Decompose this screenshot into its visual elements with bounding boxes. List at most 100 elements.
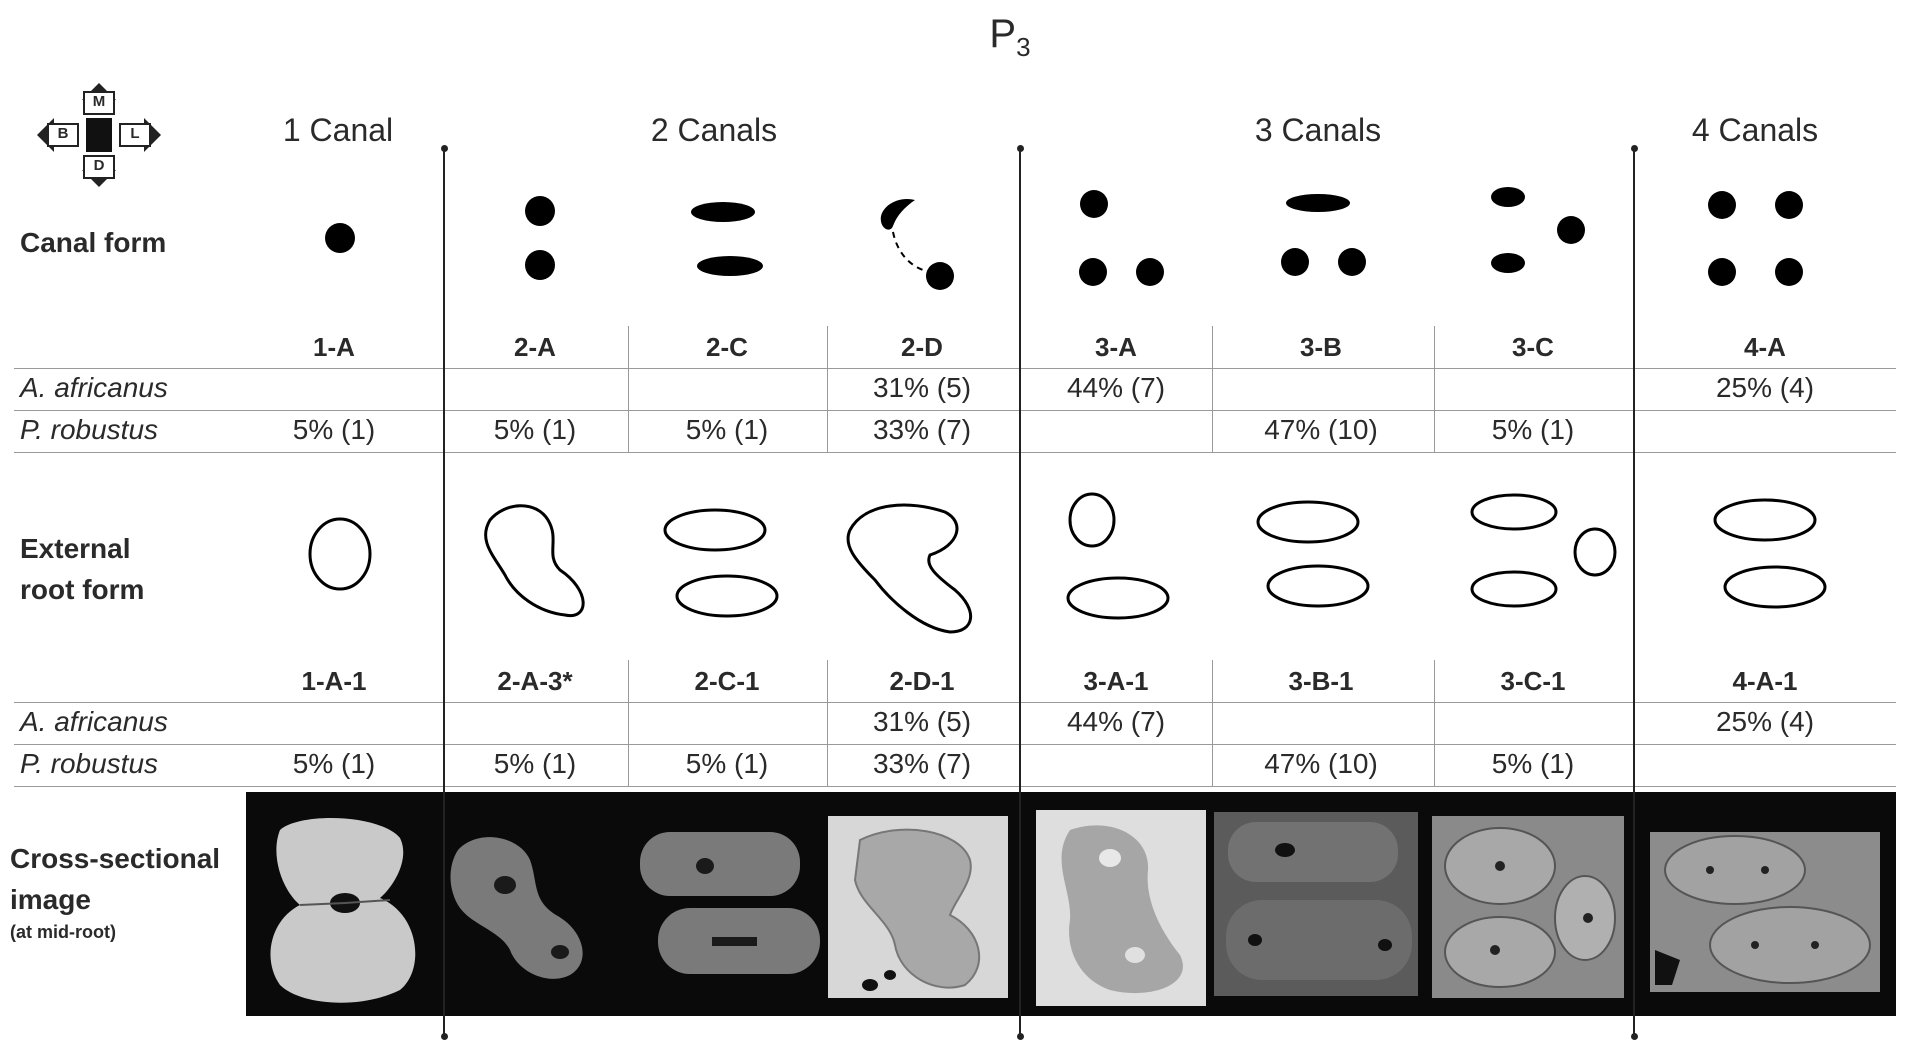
divider-end-dot <box>1017 145 1024 152</box>
column-divider <box>1212 326 1213 452</box>
root-p-robustus-value: 33% (7) <box>872 748 972 779</box>
canal-p-robustus-value: 5% (1) <box>1491 414 1575 445</box>
divider-line <box>14 786 1896 787</box>
canal-form-1-A <box>325 223 355 253</box>
divider-line <box>14 368 1896 369</box>
root-type-code: 3-C-1 <box>1500 666 1566 696</box>
root-p-robustus-value: 5% (1) <box>1491 748 1575 779</box>
canal-form-3-A <box>1079 190 1164 286</box>
root-p-robustus-value: 47% (10) <box>1264 748 1378 779</box>
cross-section-image-2-D <box>828 816 1008 998</box>
canal-form-2-D <box>880 198 954 290</box>
cross-section-image-3-C <box>1432 816 1624 998</box>
cross-section-image-3-B <box>1214 812 1418 996</box>
group-2-canals: 2 Canals <box>650 112 778 148</box>
canal-type-code: 1-A <box>313 332 355 362</box>
canal-p-robustus-value: 5% (1) <box>685 414 769 445</box>
column-divider <box>1212 660 1213 786</box>
cross-section-image-2-A <box>450 837 583 979</box>
cross-section-image-1-A <box>270 818 416 1003</box>
root-form-3-B-1-lower <box>1266 564 1370 608</box>
group-divider <box>1633 148 1635 1036</box>
divider-end-dot <box>1631 145 1638 152</box>
cross-section-image-3-A <box>1036 810 1206 1006</box>
canal-p-robustus-value: 47% (10) <box>1264 414 1378 445</box>
canal-type-code: 3-C <box>1512 332 1554 362</box>
row-label-cross-sectional-image: Cross-sectional image (at mid-root) <box>10 843 221 942</box>
root-form-2-C-1-lower <box>675 574 779 618</box>
canal-type-code: 4-A <box>1744 332 1786 362</box>
root-a-africanus-value: 44% (7) <box>1066 706 1166 737</box>
canal-form-2-A <box>525 196 555 280</box>
cross-section-image-4-A <box>1650 832 1880 992</box>
column-divider <box>628 326 629 452</box>
canal-type-code: 2-A <box>514 332 556 362</box>
root-type-code: 3-B-1 <box>1288 666 1354 696</box>
divider-line <box>14 410 1896 411</box>
compass-mesial-label: M <box>92 93 106 110</box>
divider-end-dot <box>441 145 448 152</box>
root-p-robustus-value: 5% (1) <box>493 748 577 779</box>
group-divider <box>1019 148 1021 1036</box>
species-label-p-robustus: P. robustus <box>20 748 159 779</box>
column-divider <box>1434 660 1435 786</box>
canal-p-robustus-value: 33% (7) <box>872 414 972 445</box>
cross-section-image-2-C <box>640 832 820 974</box>
group-4-canals: 4 Canals <box>1691 112 1819 148</box>
root-type-code: 4-A-1 <box>1732 666 1798 696</box>
canal-a-africanus-value: 31% (5) <box>872 372 972 403</box>
canal-p-robustus-value: 5% (1) <box>292 414 376 445</box>
divider-line <box>14 744 1896 745</box>
column-divider <box>628 660 629 786</box>
column-divider <box>827 326 828 452</box>
canal-p-robustus-value: 5% (1) <box>493 414 577 445</box>
compass-distal-label: D <box>93 157 105 174</box>
root-form-3-C-1-lower <box>1470 570 1558 608</box>
root-form-2-D-1 <box>846 503 973 634</box>
root-type-code: 2-C-1 <box>694 666 760 696</box>
divider-line <box>14 452 1896 453</box>
root-form-3-C-1-upper <box>1470 493 1558 531</box>
canal-type-code: 2-D <box>901 332 943 362</box>
canal-form-3-B <box>1281 194 1366 276</box>
root-form-2-A-3 <box>484 504 585 617</box>
root-form-1-A-1 <box>308 517 372 591</box>
figure-title: P3 <box>989 12 1031 62</box>
root-p-robustus-value: 5% (1) <box>685 748 769 779</box>
species-label-p-robustus: P. robustus <box>20 414 159 445</box>
root-a-africanus-value: 25% (4) <box>1715 706 1815 737</box>
row-label-canal-form: Canal form <box>20 227 167 258</box>
species-label-a-africanus: A. africanus <box>20 372 168 403</box>
canal-a-africanus-value: 44% (7) <box>1066 372 1166 403</box>
compass-lingual-label: L <box>130 125 140 142</box>
canal-type-code: 3-B <box>1300 332 1342 362</box>
divider-end-dot <box>1631 1033 1638 1040</box>
group-divider <box>443 148 445 1036</box>
canal-a-africanus-value: 25% (4) <box>1715 372 1815 403</box>
root-form-3-B-1-upper <box>1256 500 1360 544</box>
root-form-2-C-1-upper <box>663 508 767 552</box>
root-form-3-A-1-lower <box>1066 576 1170 620</box>
canal-form-2-C <box>691 202 763 276</box>
root-form-4-A-1-upper <box>1713 498 1817 542</box>
column-divider <box>827 660 828 786</box>
canal-form-4-A <box>1708 191 1803 286</box>
species-label-a-africanus: A. africanus <box>20 706 168 737</box>
root-type-code: 3-A-1 <box>1083 666 1149 696</box>
orientation-compass-icon <box>37 83 161 187</box>
root-type-code: 2-A-3* <box>497 666 573 696</box>
root-form-3-A-1-upper <box>1068 492 1116 548</box>
root-form-4-A-1-lower <box>1723 565 1827 609</box>
root-type-code: 1-A-1 <box>301 666 367 696</box>
column-divider <box>1434 326 1435 452</box>
divider-end-dot <box>441 1033 448 1040</box>
root-a-africanus-value: 31% (5) <box>872 706 972 737</box>
divider-end-dot <box>1017 1033 1024 1040</box>
group-1-canal: 1 Canal <box>282 112 394 148</box>
root-type-code: 2-D-1 <box>889 666 955 696</box>
canal-form-3-C <box>1491 187 1585 273</box>
root-form-3-C-1-right <box>1573 527 1617 577</box>
